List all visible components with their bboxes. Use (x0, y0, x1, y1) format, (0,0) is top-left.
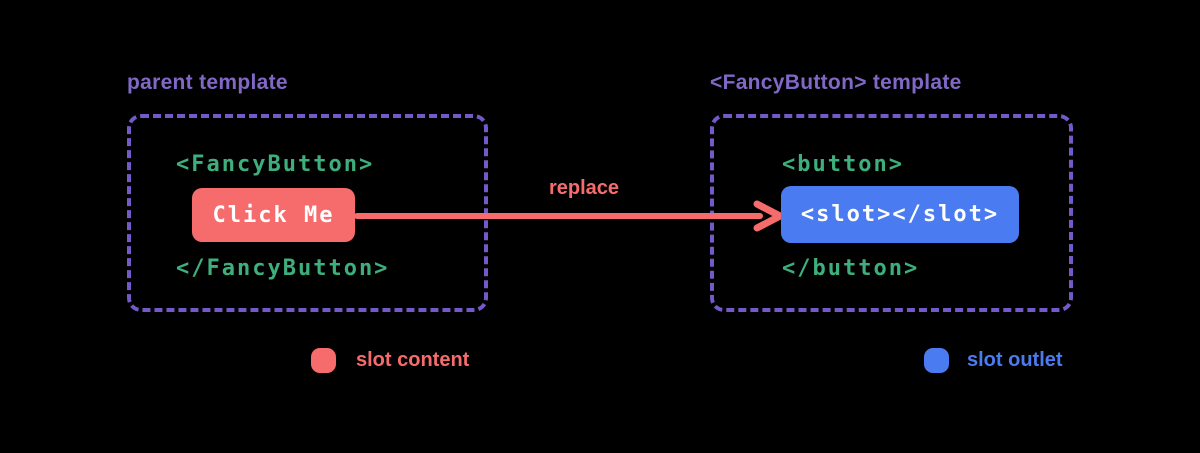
legend-slot-content-label: slot content (356, 349, 470, 371)
legend-slot-outlet: slot outlet (924, 348, 1063, 373)
slot-outlet-pill: <slot></slot> (781, 186, 1019, 243)
fancybutton-opening-tag: <FancyButton> (176, 152, 375, 177)
fancybutton-closing-tag: </FancyButton> (176, 256, 390, 281)
replace-label: replace (549, 177, 620, 199)
slot-content-pill: Click Me (192, 188, 355, 242)
legend-slot-content: slot content (311, 348, 469, 373)
replace-arrow-icon (354, 200, 784, 232)
legend-slot-outlet-label: slot outlet (967, 349, 1063, 371)
slot-content-swatch-icon (311, 348, 336, 373)
button-closing-tag: </button> (782, 256, 920, 281)
slot-outlet-text: <slot></slot> (800, 202, 1000, 227)
fancybutton-template-title: <FancyButton> template (710, 71, 962, 94)
slot-content-text: Click Me (212, 202, 335, 228)
parent-template-title: parent template (127, 71, 288, 94)
button-opening-tag: <button> (782, 152, 904, 177)
slot-outlet-swatch-icon (924, 348, 949, 373)
